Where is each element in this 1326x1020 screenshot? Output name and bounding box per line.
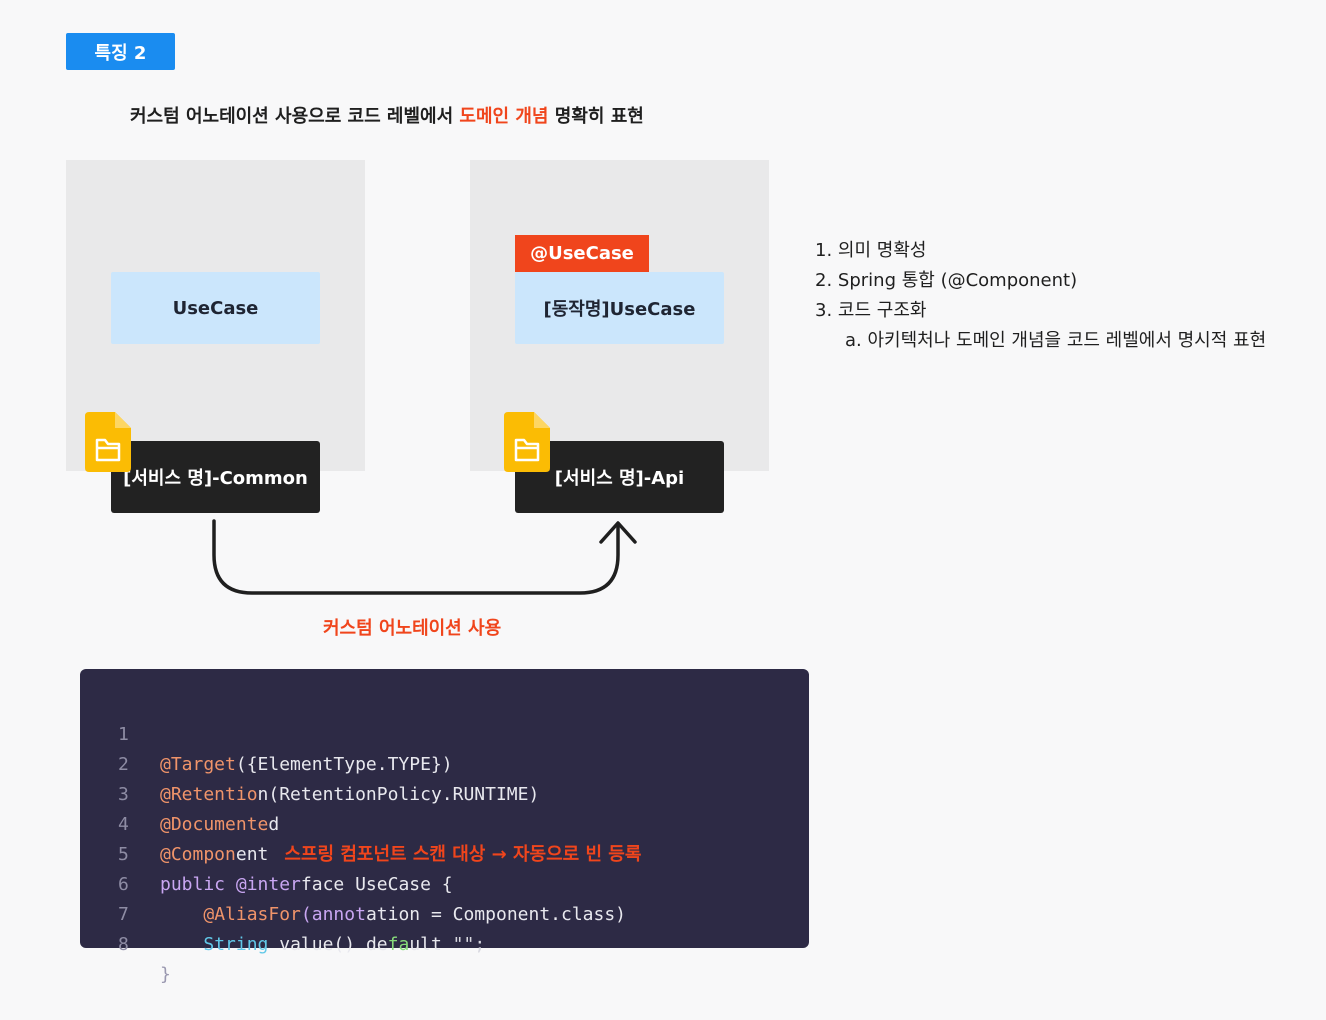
code-line: 6 @AliasFor(annotation = Component.class… xyxy=(80,840,626,925)
headline-prefix: 커스텀 어노테이션 사용으로 코드 레벨에서 xyxy=(130,106,460,127)
feature-marker: 2. xyxy=(815,270,833,291)
folder-file-icon xyxy=(85,412,131,472)
line-number: 2 xyxy=(118,754,129,775)
common-module-label: [서비스 명]-Common xyxy=(111,441,320,513)
feature-item: 3. 코드 구조화 xyxy=(815,298,1266,328)
code-token: ation = Component.class) xyxy=(365,904,627,925)
code-line: 2 @Retention(RetentionPolicy.RUNTIME) xyxy=(80,720,539,805)
feature-sub-item: a. 아키텍처나 도메인 개념을 코드 레벨에서 명시적 표현 xyxy=(815,328,1266,358)
code-token: @Compon xyxy=(160,844,236,865)
line-number: 6 xyxy=(118,874,129,895)
feature-list: 1. 의미 명확성 2. Spring 통합 (@Component) 3. 코… xyxy=(815,238,1266,358)
action-usecase-box: [동작명]UseCase xyxy=(515,272,724,344)
code-token: de xyxy=(365,934,388,955)
code-token: face UseCase { xyxy=(300,874,453,895)
feature-marker: 1. xyxy=(815,240,833,261)
code-token: @Retentio xyxy=(160,784,258,805)
feature-text: 아키텍처나 도메인 개념을 코드 레벨에서 명시적 표현 xyxy=(867,330,1267,351)
code-line: 3 @Documented xyxy=(80,750,279,835)
usecase-annotation-badge: @UseCase xyxy=(515,235,649,272)
code-token: @AliasFor xyxy=(203,904,301,925)
feature-text: 의미 명확성 xyxy=(837,240,927,261)
code-token: @inter xyxy=(235,874,301,895)
code-line: 7 String value() default ""; xyxy=(80,870,485,955)
code-comment: 스프링 컴포넌트 스캔 대상 → 자동으로 빈 등록 xyxy=(284,844,642,865)
code-token: ult xyxy=(409,934,442,955)
code-line: 5 public @interface UseCase { xyxy=(80,810,453,895)
code-block: 1 @Target({ElementType.TYPE}) 2 @Retenti… xyxy=(80,669,809,985)
line-number: 7 xyxy=(118,904,129,925)
code-line: 4 @Component 스프링 컴포넌트 스캔 대상 → 자동으로 빈 등록 xyxy=(80,780,641,865)
code-line: 8 } xyxy=(80,900,171,985)
feature-item: 2. Spring 통합 (@Component) xyxy=(815,268,1266,298)
code-token: ({ElementType.TYPE}) xyxy=(235,754,453,775)
code-token: @Target xyxy=(160,754,236,775)
code-token: String xyxy=(203,934,269,955)
feature-item: 1. 의미 명확성 xyxy=(815,238,1266,268)
feature-text: 코드 구조화 xyxy=(837,300,927,321)
code-token: (annot xyxy=(300,904,366,925)
code-line: 1 @Target({ElementType.TYPE}) xyxy=(80,690,453,775)
code-token: @Documente xyxy=(160,814,269,835)
code-token: ent xyxy=(235,844,269,865)
feature-text: Spring 통합 (@Component) xyxy=(837,270,1078,291)
line-number: 8 xyxy=(118,934,129,955)
code-token: n(RetentionPolicy.RUNTIME) xyxy=(257,784,540,805)
feature-badge: 특징 2 xyxy=(66,33,175,70)
line-number: 3 xyxy=(118,784,129,805)
folder-file-icon xyxy=(504,412,550,472)
code-token: } xyxy=(160,964,171,985)
line-number: 5 xyxy=(118,844,129,865)
headline-highlight: 도메인 개념 xyxy=(459,106,549,127)
code-token: fa xyxy=(387,934,410,955)
usecase-annotation-box: UseCase xyxy=(111,272,320,344)
line-number: 4 xyxy=(118,814,129,835)
code-token: d xyxy=(268,814,280,835)
feature-marker: a. xyxy=(845,330,862,351)
code-token: public xyxy=(160,874,226,895)
feature-marker: 3. xyxy=(815,300,833,321)
dependency-arrow xyxy=(212,519,637,595)
code-token: value() xyxy=(268,934,366,955)
code-token: ""; xyxy=(441,934,486,955)
headline-suffix: 명확히 표현 xyxy=(548,106,644,127)
arrow-label: 커스텀 어노테이션 사용 xyxy=(323,618,502,639)
headline: 커스텀 어노테이션 사용으로 코드 레벨에서 도메인 개념 명확히 표현 xyxy=(130,102,644,128)
line-number: 1 xyxy=(118,724,129,745)
